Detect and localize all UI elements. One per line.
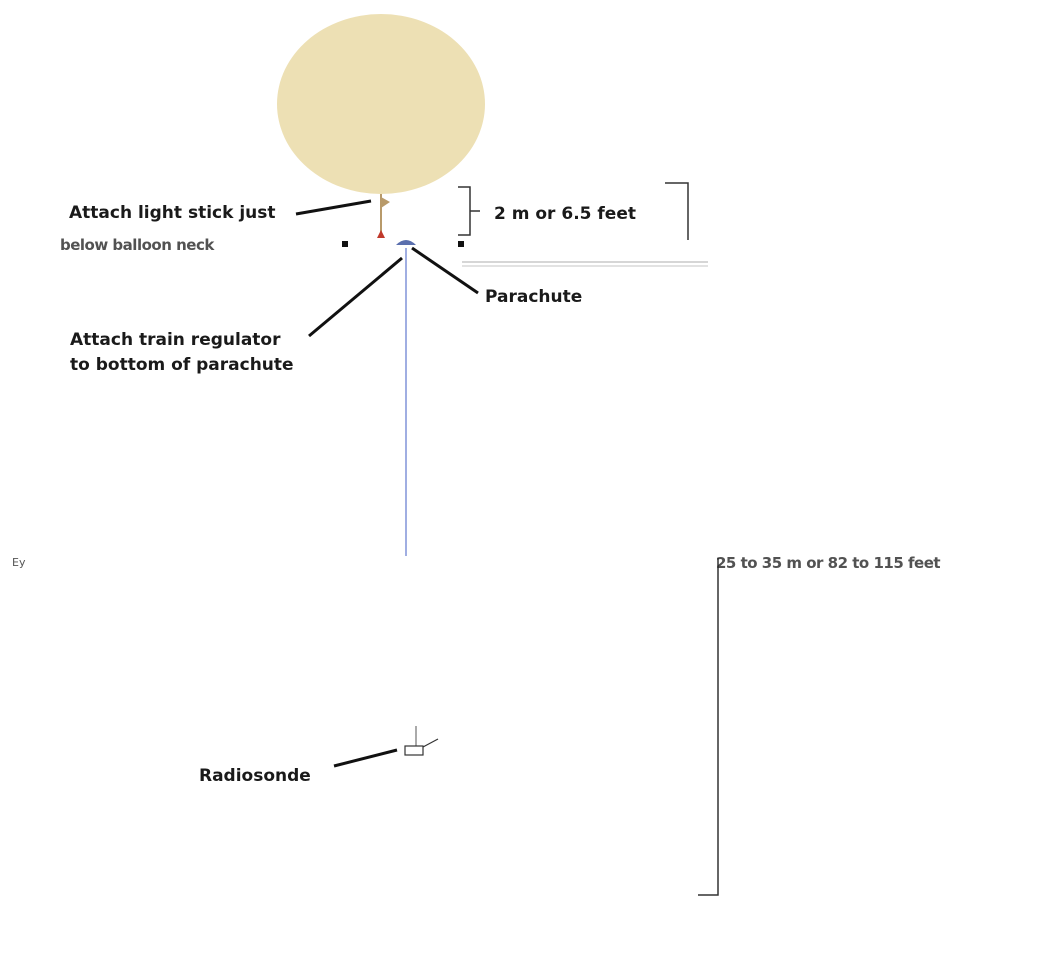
regulator-label-line2: to bottom of parachute xyxy=(70,355,294,375)
short-distance-label: 2 m or 6.5 feet xyxy=(494,204,636,224)
parachute-label: Parachute xyxy=(485,287,583,307)
light-stick-pointer xyxy=(295,199,372,216)
radiosonde-icon xyxy=(404,745,424,756)
radiosonde-pointer xyxy=(333,748,398,768)
light-stick-icon xyxy=(381,197,390,208)
long-distance-bracket-top xyxy=(665,182,689,240)
stray-glyph: Ey xyxy=(12,556,26,569)
long-distance-bracket xyxy=(698,558,719,896)
balloon-icon xyxy=(277,14,485,194)
regulator-pointer xyxy=(308,256,403,338)
parachute-icon xyxy=(396,240,416,245)
regulator-label-line1: Attach train regulator xyxy=(70,330,281,350)
light-stick-marker-icon xyxy=(377,230,385,238)
parachute-pointer xyxy=(411,246,479,295)
radiosonde-antenna xyxy=(422,738,439,748)
marker-square xyxy=(342,241,348,247)
light-stick-label-line2: below balloon neck xyxy=(60,236,214,254)
radiosonde-label: Radiosonde xyxy=(199,766,311,786)
long-distance-label: 25 to 35 m or 82 to 115 feet xyxy=(716,554,941,572)
marker-square-2 xyxy=(458,241,464,247)
short-distance-bracket xyxy=(458,186,480,236)
light-stick-label-line1: Attach light stick just xyxy=(69,203,276,223)
